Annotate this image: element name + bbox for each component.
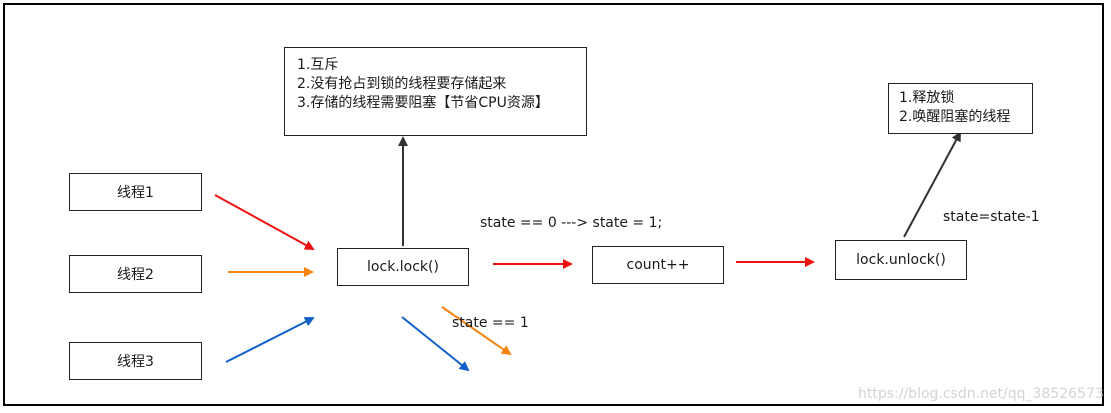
- lock-note-line-2: 2.没有抢占到锁的线程要存储起来: [297, 76, 507, 92]
- thread-3-label: 线程3: [117, 354, 154, 370]
- thread-3-box: 线程3: [69, 342, 202, 380]
- state-acquire-label: state == 0 ---> state = 1;: [480, 215, 663, 231]
- thread-1-box: 线程1: [69, 173, 202, 211]
- lock-note-line-1: 1.互斥: [297, 57, 339, 73]
- state-release-label: state=state-1: [943, 209, 1040, 225]
- lock-box: lock.lock(): [337, 248, 469, 286]
- lock-note-line-3: 3.存储的线程需要阻塞【节省CPU资源】: [297, 95, 549, 111]
- arrow-thread3-to-lock: [225, 317, 315, 363]
- count-label: count++: [626, 257, 690, 273]
- lock-notes-box: 1.互斥 2.没有抢占到锁的线程要存储起来 3.存储的线程需要阻塞【节省CPU资…: [284, 47, 587, 136]
- state-blocked-label: state == 1: [452, 315, 529, 331]
- unlock-note-line-1: 1.释放锁: [899, 90, 955, 106]
- arrow-unlock-to-note: [903, 131, 961, 238]
- watermark-text: https://blog.csdn.net/qq_38526573: [858, 386, 1104, 402]
- unlock-box: lock.unlock(): [835, 240, 967, 280]
- unlock-notes-box: 1.释放锁 2.唤醒阻塞的线程: [888, 83, 1033, 134]
- diagram-frame: [3, 3, 1104, 406]
- unlock-note-line-2: 2.唤醒阻塞的线程: [899, 109, 1011, 125]
- arrow-blocked-blue: [401, 316, 470, 372]
- count-box: count++: [592, 246, 724, 284]
- arrow-thread1-to-lock: [214, 194, 315, 250]
- thread-1-label: 线程1: [117, 185, 154, 201]
- thread-2-label: 线程2: [117, 267, 154, 283]
- lock-label: lock.lock(): [367, 259, 439, 275]
- arrow-blocked-orange: [441, 306, 512, 356]
- thread-2-box: 线程2: [69, 255, 202, 293]
- unlock-label: lock.unlock(): [856, 252, 946, 268]
